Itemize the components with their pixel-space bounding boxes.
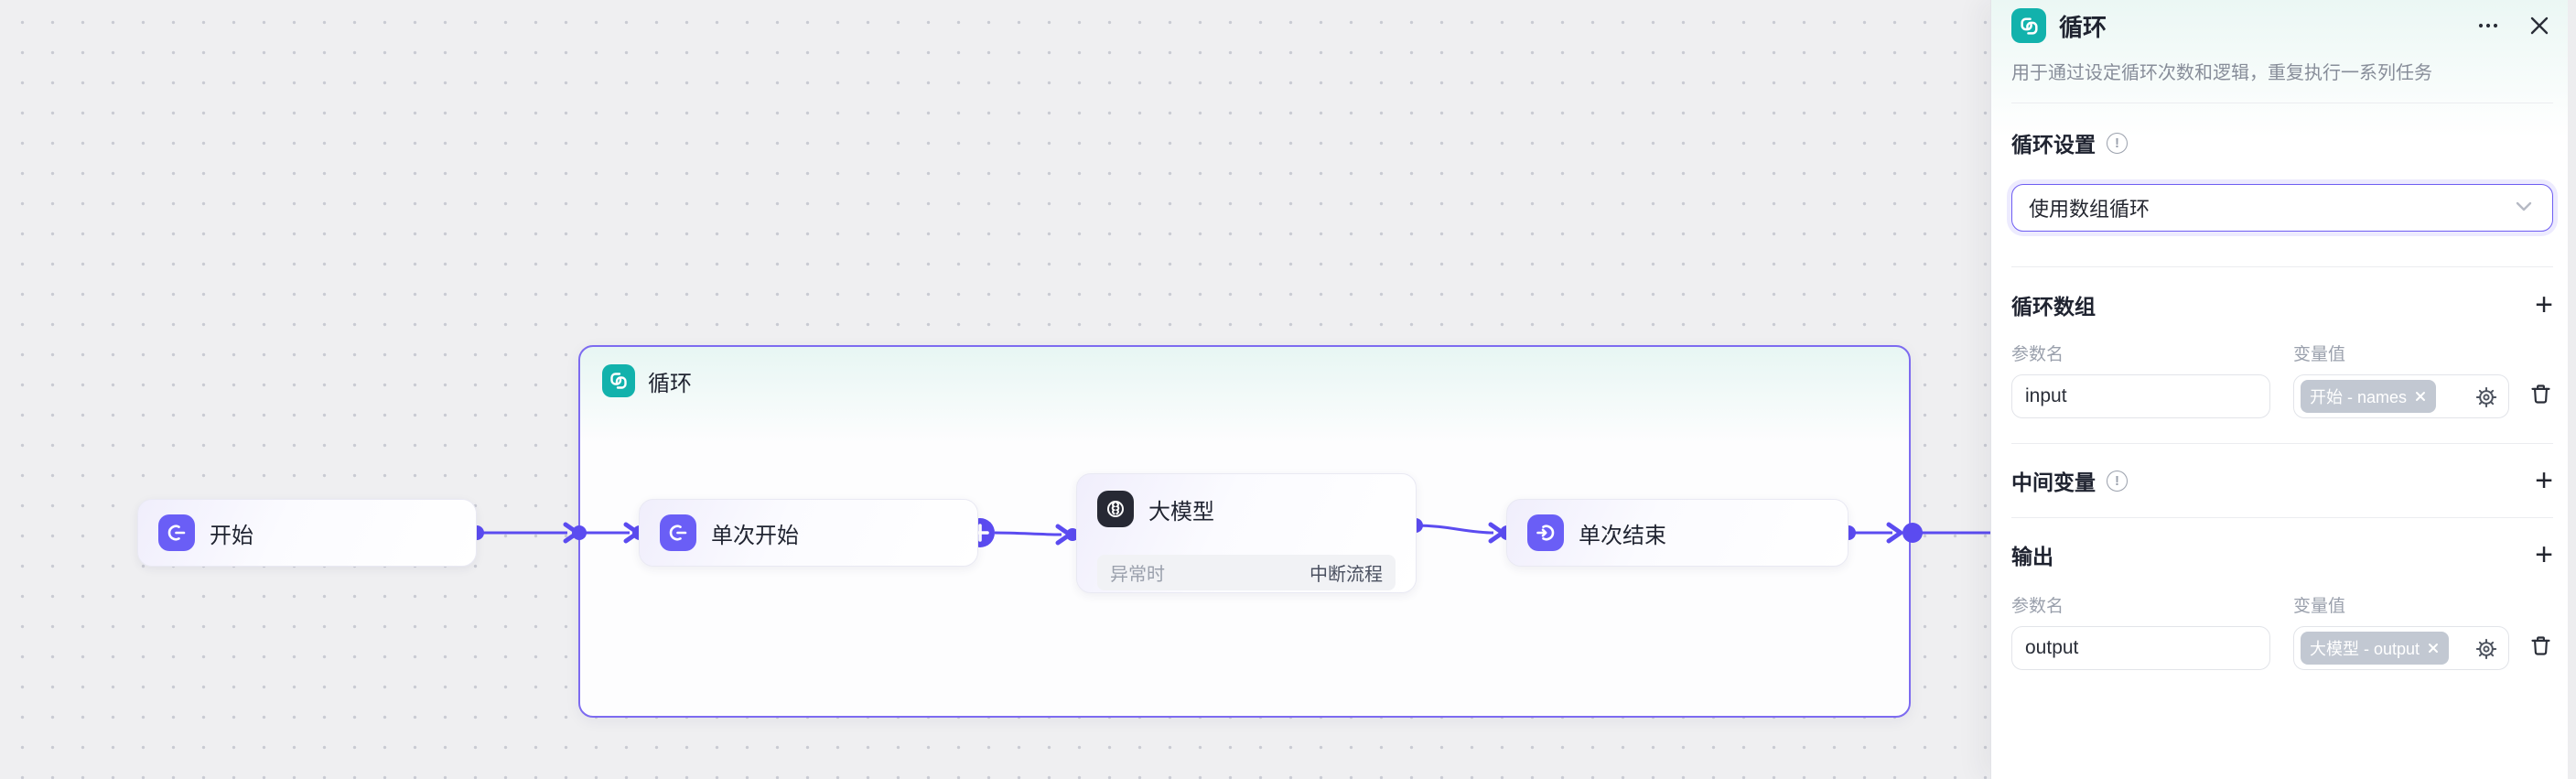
loop-container-header: 循环 <box>580 347 1909 415</box>
section-loop-array: 循环数组 + <box>2011 289 2553 320</box>
remove-tag-icon[interactable] <box>2414 390 2427 403</box>
node-llm[interactable]: 大模型 异常时 中断流程 <box>1076 473 1417 593</box>
llm-error-row[interactable]: 异常时 中断流程 <box>1097 555 1396 590</box>
loop-array-title: 循环数组 <box>2011 295 2096 319</box>
section-loop-settings: 循环设置 ! <box>2011 127 2553 158</box>
arrowhead-icon <box>563 522 580 544</box>
trash-icon[interactable] <box>2528 382 2553 411</box>
loop-mode-value: 使用数组循环 <box>2029 198 2150 221</box>
output-title: 输出 <box>2011 545 2053 568</box>
info-icon: ! <box>2107 132 2128 154</box>
loop-icon <box>602 364 635 397</box>
variable-tag[interactable]: 开始 - names <box>2301 380 2437 413</box>
section-intermediate: 中间变量 ! + <box>2011 465 2553 496</box>
node-loop-start-label: 单次开始 <box>711 523 799 548</box>
trash-icon[interactable] <box>2528 633 2553 663</box>
loop-array-param-input[interactable] <box>2011 374 2270 418</box>
add-intermediate-button[interactable]: + <box>2535 463 2553 498</box>
variable-value-label: 变量值 <box>2293 345 2346 364</box>
add-output-button[interactable]: + <box>2535 537 2553 572</box>
remove-tag-icon[interactable] <box>2427 642 2440 655</box>
info-icon: ! <box>2107 470 2128 492</box>
divider <box>2011 266 2553 267</box>
loop-start-icon <box>660 514 696 551</box>
section-output: 输出 + <box>2011 539 2553 570</box>
node-loop-end[interactable]: 单次结束 <box>1506 499 1848 567</box>
loop-array-row: 开始 - names <box>2011 374 2553 418</box>
loop-array-labels: 参数名 变量值 <box>2011 341 2553 365</box>
add-loop-array-button[interactable]: + <box>2535 287 2553 322</box>
close-panel-button[interactable] <box>2526 12 2553 39</box>
llm-icon <box>1097 491 1134 527</box>
output-value-field[interactable]: 大模型 - output <box>2293 626 2509 670</box>
loop-array-value-field[interactable]: 开始 - names <box>2293 374 2509 418</box>
variable-tag[interactable]: 大模型 - output <box>2301 632 2450 665</box>
panel-title: 循环 <box>2059 13 2107 41</box>
output-param-input[interactable] <box>2011 626 2270 670</box>
more-menu-button[interactable] <box>2474 12 2502 39</box>
node-loop-start[interactable]: 单次开始 <box>639 499 978 567</box>
loop-settings-title: 循环设置 <box>2011 133 2096 157</box>
node-loop-end-label: 单次结束 <box>1579 523 1666 548</box>
chevron-down-icon <box>2512 194 2536 222</box>
gear-icon[interactable] <box>2474 637 2498 665</box>
panel-header: 循环 <box>2011 7 2553 44</box>
panel-scrollbar[interactable] <box>2568 0 2576 779</box>
divider <box>2011 517 2553 518</box>
variable-tag-label: 大模型 - output <box>2310 640 2420 658</box>
workflow-canvas[interactable]: 循环 <box>0 0 1990 779</box>
loop-mode-select[interactable]: 使用数组循环 <box>2011 184 2553 232</box>
loop-container-title: 循环 <box>648 371 692 396</box>
loop-end-icon <box>1527 514 1564 551</box>
start-icon <box>158 514 195 551</box>
output-row: 大模型 - output <box>2011 626 2553 670</box>
node-llm-label: 大模型 <box>1148 499 1214 525</box>
variable-value-label: 变量值 <box>2293 597 2346 616</box>
node-start-label: 开始 <box>210 523 253 548</box>
param-name-label: 参数名 <box>2011 345 2064 364</box>
loop-icon <box>2011 8 2046 43</box>
panel-description: 用于通过设定循环次数和逻辑，重复执行一系列任务 <box>2011 63 2432 83</box>
output-labels: 参数名 变量值 <box>2011 592 2553 617</box>
variable-tag-label: 开始 - names <box>2310 388 2408 406</box>
llm-error-action: 中断流程 <box>1310 565 1383 585</box>
param-name-label: 参数名 <box>2011 597 2064 616</box>
loop-config-panel: 循环 用于通过设定循环次数和逻辑，重复执行一系列任务 循环设置 ! 使用数组循环 <box>1990 0 2576 779</box>
llm-error-label: 异常时 <box>1110 565 1165 585</box>
intermediate-title: 中间变量 <box>2011 471 2096 494</box>
divider <box>2011 443 2553 444</box>
node-start[interactable]: 开始 <box>137 499 477 567</box>
gear-icon[interactable] <box>2474 385 2498 414</box>
